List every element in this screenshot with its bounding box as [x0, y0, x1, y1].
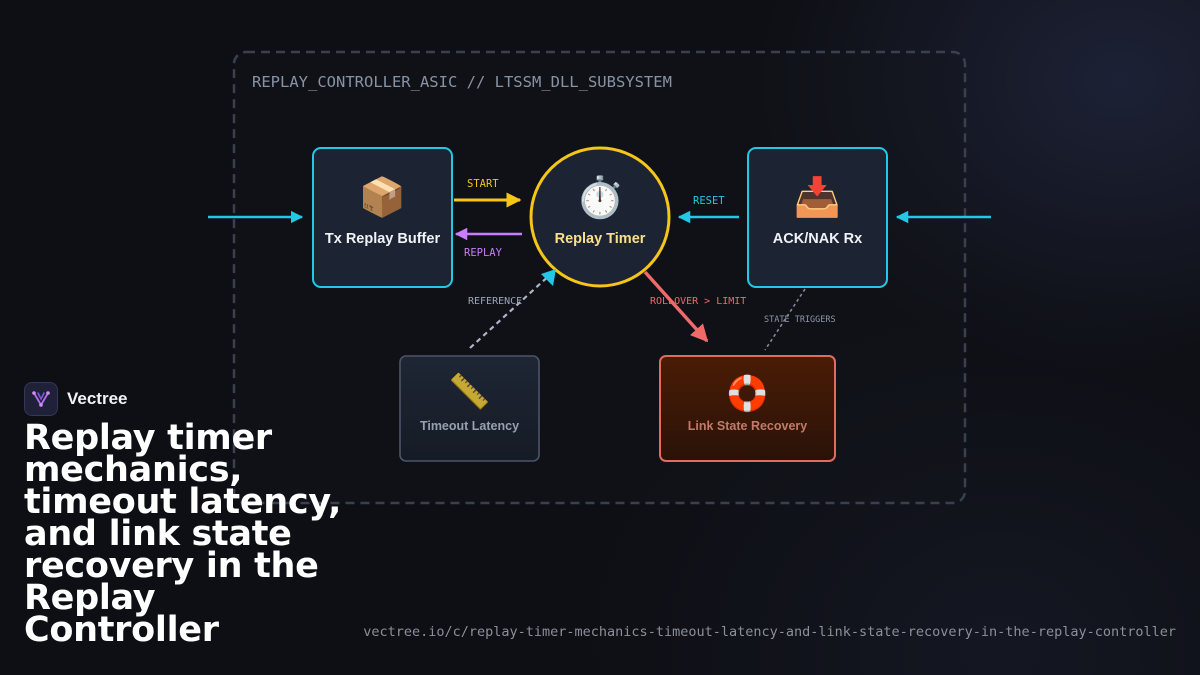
- brand[interactable]: Vectree: [24, 382, 128, 416]
- inbox-tray-icon: 📥: [794, 175, 841, 219]
- edge-reference: [469, 271, 554, 349]
- edge-reference-arrowhead: [541, 269, 556, 286]
- node-label-tx-replay-buffer: Tx Replay Buffer: [325, 231, 441, 247]
- lifebuoy-icon: 🛟: [726, 374, 768, 414]
- edge-label-replay: REPLAY: [464, 247, 503, 259]
- node-label-link-state-recovery: Link State Recovery: [688, 419, 808, 433]
- node-label-timeout-latency: Timeout Latency: [420, 419, 519, 433]
- package-icon: 📦: [359, 175, 406, 219]
- node-timeout-latency[interactable]: 📏 Timeout Latency: [399, 355, 540, 462]
- page-url[interactable]: vectree.io/c/replay-timer-mechanics-time…: [363, 624, 1176, 640]
- edge-label-rollover: ROLLOVER > LIMIT: [650, 296, 746, 307]
- edge-rollover: [643, 270, 709, 343]
- node-label-ack-nak-rx: ACK/NAK Rx: [773, 231, 862, 247]
- vectree-logo-icon: [24, 382, 58, 416]
- node-replay-timer[interactable]: ⏱️ Replay Timer: [529, 146, 671, 288]
- ruler-icon: 📏: [448, 372, 490, 412]
- edge-label-start: START: [467, 178, 499, 190]
- node-label-replay-timer: Replay Timer: [555, 231, 646, 247]
- subsystem-title: REPLAY_CONTROLLER_ASIC // LTSSM_DLL_SUBS…: [252, 73, 672, 91]
- node-ack-nak-rx[interactable]: 📥 ACK/NAK Rx: [747, 147, 888, 288]
- edge-label-state-triggers: STATE TRIGGERS: [764, 315, 836, 325]
- edge-state-triggers: [764, 288, 806, 351]
- edge-label-reset: RESET: [693, 195, 725, 207]
- stopwatch-icon: ⏱️: [575, 174, 625, 221]
- brand-name: Vectree: [67, 389, 128, 408]
- edge-label-reference: REFERENCE: [468, 296, 522, 307]
- node-link-state-recovery[interactable]: 🛟 Link State Recovery: [659, 355, 836, 462]
- node-tx-replay-buffer[interactable]: 📦 Tx Replay Buffer: [312, 147, 453, 288]
- headline: Replay timer mechanics, timeout latency,…: [24, 418, 342, 650]
